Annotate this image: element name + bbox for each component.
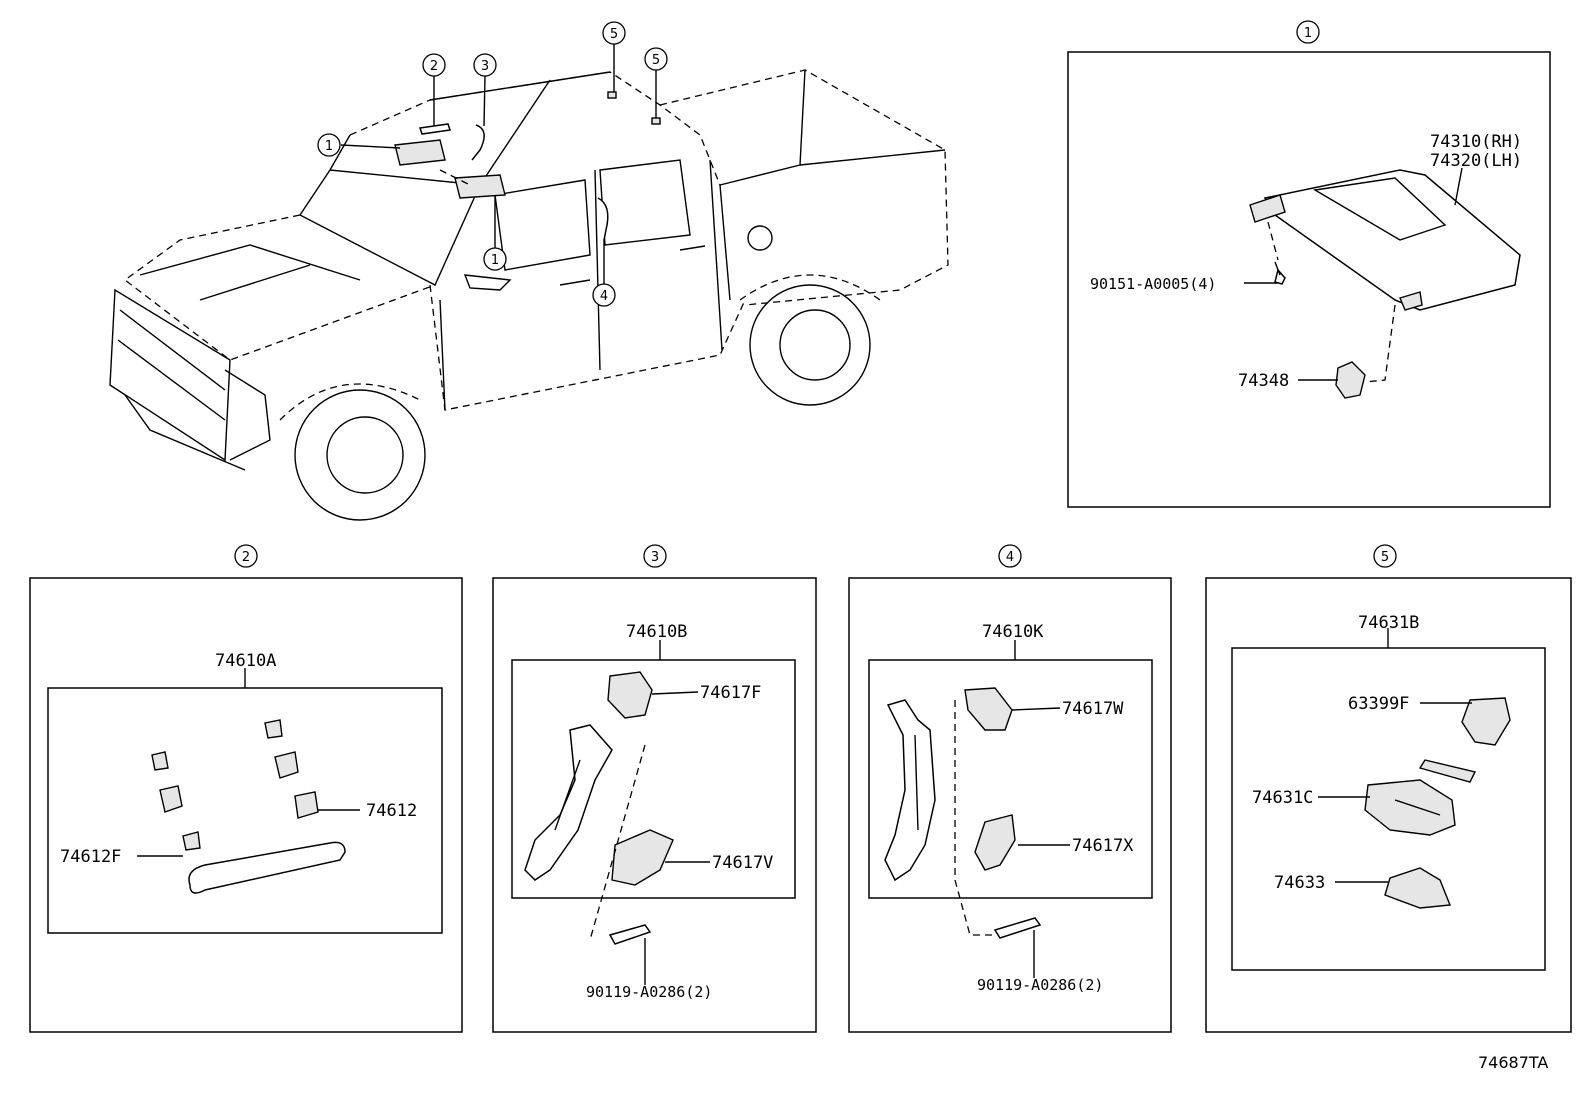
part-label-74610A: 74610A bbox=[215, 651, 276, 671]
panel-5-callout: 5 bbox=[1381, 550, 1389, 565]
panel-5-callout-circle bbox=[1373, 544, 1397, 568]
sun-visor bbox=[1263, 169, 1521, 311]
part-label-90151: 90151-A0005(4) bbox=[1090, 275, 1216, 293]
callout-circle-2 bbox=[422, 53, 446, 77]
panel-2-frame bbox=[29, 577, 463, 1033]
assist-grip-k bbox=[884, 699, 936, 882]
panel-1-frame bbox=[1067, 51, 1551, 508]
part-label-74617W: 74617W bbox=[1062, 699, 1124, 719]
callout-5-a: 5 bbox=[610, 27, 618, 42]
visor-screw bbox=[1274, 268, 1286, 285]
assist-grip-a bbox=[188, 841, 346, 894]
part-label-74310: 74310(RH) bbox=[1430, 132, 1522, 152]
part-label-74617V: 74617V bbox=[712, 853, 773, 873]
visor-bracket bbox=[1249, 194, 1286, 223]
callout-5-b: 5 bbox=[652, 53, 660, 68]
callout-1-b: 1 bbox=[491, 253, 499, 268]
panel-1-callout: 1 bbox=[1304, 26, 1312, 41]
part-label-74617X: 74617X bbox=[1072, 836, 1134, 856]
part-label-74348: 74348 bbox=[1238, 371, 1289, 391]
callout-circle-1-a bbox=[317, 133, 341, 157]
visor-holder bbox=[1335, 361, 1366, 399]
part-label-74320: 74320(LH) bbox=[1430, 151, 1522, 171]
grip-k-screw bbox=[993, 917, 1042, 939]
callout-circle-5-a bbox=[602, 21, 626, 45]
grip-cover-w bbox=[964, 687, 1013, 731]
figure-id: 74687TA bbox=[1478, 1053, 1548, 1072]
panel-2-callout-circle bbox=[234, 544, 258, 568]
grip-b-screw bbox=[608, 924, 652, 945]
callout-circle-3 bbox=[473, 53, 497, 77]
panel-2-grip-a: 2 74610A 74612 74612F bbox=[29, 544, 463, 1033]
grip-cover-x bbox=[974, 814, 1016, 871]
truck-callouts: 1 2 3 5 5 1 4 bbox=[317, 21, 668, 307]
callout-3: 3 bbox=[481, 59, 489, 74]
grip-clip bbox=[294, 791, 319, 819]
panel-1-sun-visor: 1 74310(RH) 74320(LH) 90151-A0005(4) 743… bbox=[1067, 20, 1551, 508]
lamp-housing bbox=[1364, 779, 1456, 836]
panel-5-room-lamp: 5 74631B 63399F 74631C 74633 bbox=[1205, 544, 1572, 1033]
callout-4: 4 bbox=[600, 289, 608, 304]
callout-circle-4 bbox=[592, 283, 616, 307]
assist-grip-b bbox=[524, 724, 613, 881]
part-label-74631B: 74631B bbox=[1358, 613, 1419, 633]
part-label-90119-k: 90119-A0286(2) bbox=[977, 976, 1103, 994]
truck-illustration bbox=[109, 44, 949, 521]
part-label-74617F: 74617F bbox=[700, 683, 761, 703]
panel-1-callout-circle bbox=[1296, 20, 1320, 44]
part-label-74610B: 74610B bbox=[626, 622, 687, 642]
callout-1-a: 1 bbox=[325, 139, 333, 154]
lamp-bulb bbox=[1461, 697, 1511, 746]
callout-circle-1-b bbox=[483, 247, 507, 271]
callout-2: 2 bbox=[430, 59, 438, 74]
panel-5-frame bbox=[1205, 577, 1572, 1033]
part-label-74631C: 74631C bbox=[1252, 788, 1313, 808]
part-label-74612: 74612 bbox=[366, 801, 417, 821]
part-label-63399F: 63399F bbox=[1348, 694, 1409, 714]
panel-4-grip-k: 4 74610K 74617W 74617X 90119-A0286(2) bbox=[848, 544, 1172, 1033]
part-label-90119-b: 90119-A0286(2) bbox=[586, 983, 712, 1001]
panel-3-callout: 3 bbox=[651, 550, 659, 565]
panel-2-callout: 2 bbox=[242, 550, 250, 565]
grip-clip-left bbox=[159, 785, 183, 813]
grip-cover-f bbox=[607, 671, 653, 719]
panel-4-callout-circle bbox=[998, 544, 1022, 568]
panel-4-inner-frame bbox=[868, 659, 1153, 899]
panel-3-grip-b: 3 74610B 74617F 74617V 90119-A0286(2) bbox=[492, 544, 817, 1033]
panel-3-frame bbox=[492, 577, 817, 1033]
lamp-lens bbox=[1418, 759, 1477, 783]
panel-3-callout-circle bbox=[643, 544, 667, 568]
panel-4-callout: 4 bbox=[1006, 550, 1014, 565]
panel-3-inner-frame bbox=[511, 659, 796, 899]
grip-cover-v bbox=[611, 829, 674, 886]
grip-clip-f bbox=[182, 831, 201, 851]
lamp-cover bbox=[1384, 867, 1451, 909]
part-label-74612F: 74612F bbox=[60, 847, 121, 867]
panel-4-frame bbox=[848, 577, 1172, 1033]
part-label-74610K: 74610K bbox=[982, 622, 1044, 642]
callout-circle-5-b bbox=[644, 47, 668, 71]
part-label-74633: 74633 bbox=[1274, 873, 1325, 893]
